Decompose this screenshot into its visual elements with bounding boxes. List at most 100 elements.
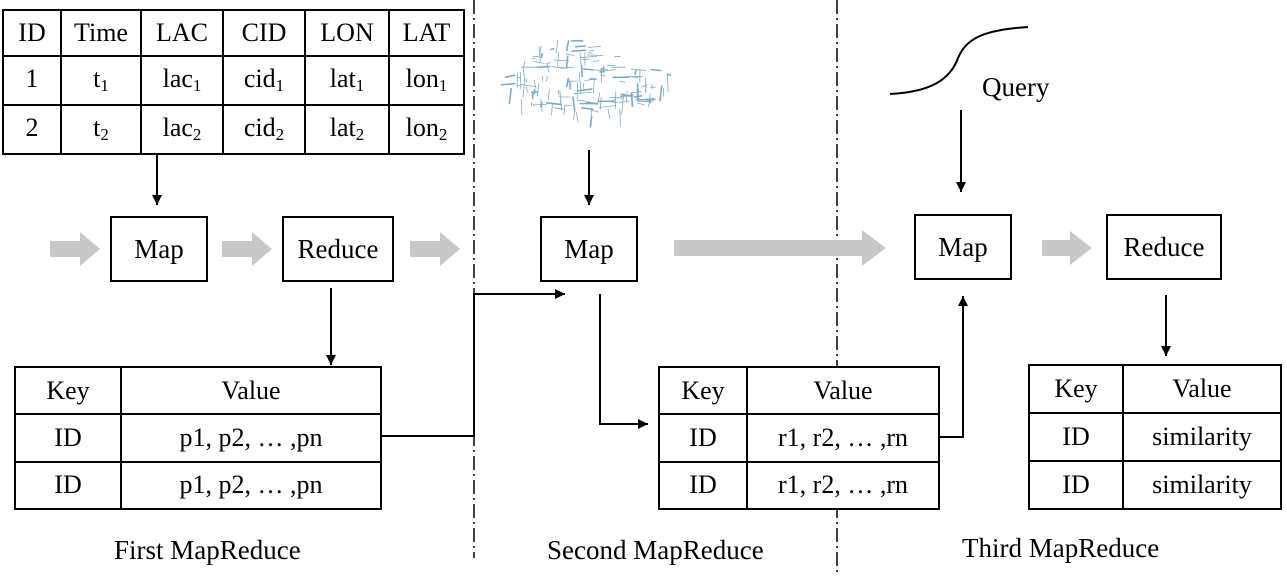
road-segment <box>533 80 537 89</box>
stage3-caption: Third MapReduce <box>962 533 1160 563</box>
cell: lat2 <box>304 103 390 156</box>
cell: lat1 <box>304 54 390 106</box>
road-segment <box>571 49 587 53</box>
cell: t1 <box>60 54 142 106</box>
road-segment <box>537 83 539 97</box>
road-segment <box>546 76 548 82</box>
road-segment <box>522 66 526 82</box>
stage2-map-box: Map <box>540 216 638 282</box>
road-segment <box>650 68 662 72</box>
header-time: Time <box>60 9 142 57</box>
arrow-map2-to-table2 <box>599 294 648 429</box>
road-segment <box>539 45 542 52</box>
road-segment <box>599 97 602 110</box>
table-header-row: Key Value <box>658 365 940 416</box>
road-segment <box>508 87 513 105</box>
input-table-row: 1 t1 lac1 cid1 lat1 lon1 <box>2 54 465 106</box>
cell: cid1 <box>222 54 306 106</box>
header-value: Value <box>746 365 940 416</box>
road-segment <box>580 65 584 78</box>
road-segment <box>565 53 575 56</box>
road-segment <box>536 65 551 69</box>
table-header-row: Key Value <box>14 365 382 416</box>
road-segment <box>504 74 516 78</box>
stage1-map-box: Map <box>110 216 208 282</box>
road-segment <box>630 91 642 94</box>
header-key: Key <box>1028 364 1124 414</box>
cell-value: similarity <box>1122 460 1282 510</box>
road-segment <box>581 107 594 111</box>
road-segment <box>563 104 566 116</box>
arrow-table2-to-map3 <box>940 296 968 438</box>
road-segment <box>550 47 555 51</box>
road-segment <box>525 78 528 83</box>
header-lac: LAC <box>140 9 224 57</box>
road-segment <box>559 90 562 105</box>
header-value: Value <box>120 365 382 416</box>
cell-key: ID <box>658 460 748 511</box>
stage2-key-value-table: Key Value ID r1, r2, … ,rn ID r1, r2, … … <box>658 365 940 511</box>
road-segment <box>621 97 624 115</box>
road-segment <box>575 45 586 48</box>
road-segment <box>587 54 604 56</box>
cell: lac1 <box>140 54 224 106</box>
stage3-map-box: Map <box>914 214 1012 280</box>
road-segment <box>576 99 586 102</box>
cell-value: p1, p2, … ,pn <box>120 460 382 511</box>
cell-key: ID <box>14 413 122 463</box>
road-segment <box>531 91 534 100</box>
road-segment <box>609 96 624 99</box>
flow-arrow-map2-map3 <box>674 230 886 266</box>
road-segment <box>592 60 600 62</box>
road-segment <box>522 79 525 98</box>
road-segment <box>547 88 550 101</box>
query-trajectory-curve <box>889 26 1029 95</box>
flow-arrow-map1-reduce1 <box>222 232 272 266</box>
road-segment <box>500 82 516 86</box>
road-segment <box>648 93 651 108</box>
road-segment <box>600 67 603 84</box>
road-segment <box>532 103 548 106</box>
road-segment <box>577 88 593 92</box>
table-row: ID r1, r2, … ,rn <box>658 460 940 511</box>
table-row: ID r1, r2, … ,rn <box>658 413 940 463</box>
road-segment <box>576 112 579 123</box>
stage1-key-value-table: Key Value ID p1, p2, … ,pn ID p1, p2, … … <box>14 365 382 511</box>
road-segment <box>578 71 581 82</box>
road-segment <box>641 85 646 88</box>
road-segment <box>545 62 551 65</box>
header-value: Value <box>1122 364 1282 414</box>
road-segment <box>572 96 576 112</box>
road-segment <box>635 97 640 101</box>
cell-value: similarity <box>1122 412 1282 462</box>
table-row: ID p1, p2, … ,pn <box>14 413 382 463</box>
stage2-caption: Second MapReduce <box>547 535 764 565</box>
stage1-caption: First MapReduce <box>114 535 301 565</box>
cell-value: r1, r2, … ,rn <box>746 413 940 463</box>
road-segment <box>579 52 582 65</box>
road-segment <box>526 86 529 93</box>
road-segment <box>557 51 560 67</box>
road-segment <box>560 66 574 69</box>
road-segment <box>589 115 593 128</box>
flow-arrow-reduce1-out <box>410 232 460 266</box>
header-key: Key <box>658 365 748 416</box>
road-segment <box>634 68 638 75</box>
road-segment <box>565 40 570 52</box>
input-data-table: ID Time LAC CID LON LAT 1 t1 lac1 cid1 l… <box>2 9 465 156</box>
table-header-row: Key Value <box>1028 364 1282 414</box>
road-segment <box>667 74 669 92</box>
cell: 1 <box>2 54 62 106</box>
stage3-reduce-box: Reduce <box>1106 214 1222 280</box>
cell-key: ID <box>1028 460 1124 510</box>
road-segment <box>565 55 569 69</box>
road-segment <box>583 68 594 71</box>
road-segment <box>546 63 550 73</box>
cell: lac2 <box>140 103 224 156</box>
cell: lon1 <box>388 54 465 106</box>
header-cid: CID <box>222 9 306 57</box>
flow-arrow-into-map1 <box>50 232 100 266</box>
header-id: ID <box>2 9 62 57</box>
